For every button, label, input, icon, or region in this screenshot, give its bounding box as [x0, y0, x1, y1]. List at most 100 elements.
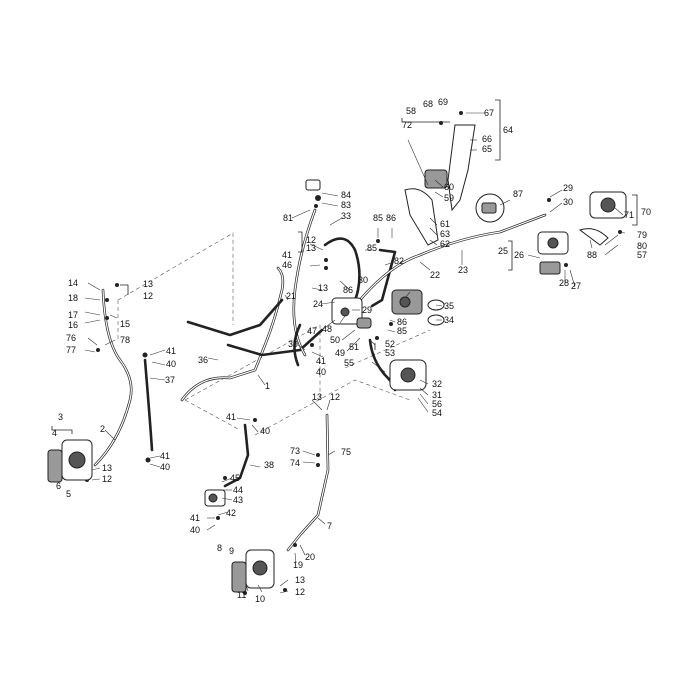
- callout-38: 38: [264, 460, 274, 470]
- callout-64: 64: [503, 125, 513, 135]
- callout-41-left: 41: [166, 346, 176, 356]
- callout-12-mid: 12: [330, 392, 340, 402]
- callout-45: 45: [230, 473, 240, 483]
- callout-labels: 1 2 3 4 5 6 7 8 9 10 11 12 13 14 15 16 1…: [52, 97, 651, 604]
- callout-65: 65: [482, 144, 492, 154]
- callout-13: 13: [143, 279, 153, 289]
- callout-72: 72: [402, 120, 412, 130]
- upper-fitting-84: [305, 179, 321, 191]
- callout-42: 42: [226, 508, 236, 518]
- callout-39: 39: [288, 339, 298, 349]
- callout-9: 9: [229, 546, 234, 556]
- callout-2: 2: [100, 424, 105, 434]
- callout-16: 16: [68, 320, 78, 330]
- callout-brackets: [51, 99, 638, 434]
- dashed-guide-lines: [117, 232, 431, 436]
- callout-13-rear-left: 13: [295, 575, 305, 585]
- callout-84: 84: [341, 190, 351, 200]
- callout-7: 7: [327, 521, 332, 531]
- rear-left-brake-caliper: [231, 549, 275, 593]
- callout-44: 44: [233, 485, 243, 495]
- callout-40: 40: [316, 367, 326, 377]
- callout-13-front: 13: [102, 463, 112, 473]
- rear-abs-modulator: [537, 231, 569, 275]
- callout-30-center: 30: [358, 275, 368, 285]
- callout-10: 10: [255, 594, 265, 604]
- reservoir-seals: [427, 299, 445, 326]
- callout-60: 60: [444, 182, 454, 192]
- callout-12-upper: 12: [306, 235, 316, 245]
- callout-6: 6: [56, 481, 61, 491]
- callout-68: 68: [423, 99, 433, 109]
- brake-master-cylinder: [356, 317, 427, 391]
- callout-18: 18: [68, 293, 78, 303]
- callout-40-rear: 40: [260, 426, 270, 436]
- callout-40-left: 40: [166, 359, 176, 369]
- callout-52: 52: [385, 339, 395, 349]
- callout-36: 36: [198, 355, 208, 365]
- callout-5: 5: [66, 489, 71, 499]
- callout-83: 83: [341, 200, 351, 210]
- callout-85-top: 85: [373, 213, 383, 223]
- callout-50: 50: [330, 335, 340, 345]
- callout-73: 73: [290, 446, 300, 456]
- callout-20: 20: [305, 552, 315, 562]
- callout-28: 28: [559, 278, 569, 288]
- callout-35: 35: [444, 301, 454, 311]
- callout-21: 21: [286, 291, 296, 301]
- callout-59: 59: [444, 193, 454, 203]
- callout-85-upper: 85: [367, 243, 377, 253]
- callout-71: 71: [624, 210, 634, 220]
- callout-76: 76: [66, 333, 76, 343]
- leader-lines: [84, 112, 626, 594]
- callout-22: 22: [430, 270, 440, 280]
- callout-86-mid: 86: [343, 285, 353, 295]
- callout-32: 32: [432, 379, 442, 389]
- callout-86-top: 86: [386, 213, 396, 223]
- callout-41-banjo: 41: [190, 513, 200, 523]
- callout-54: 54: [432, 408, 442, 418]
- callout-23: 23: [458, 265, 468, 275]
- callout-67: 67: [484, 108, 494, 118]
- callout-86: 86: [397, 317, 407, 327]
- callout-79: 79: [637, 230, 647, 240]
- callout-17: 17: [68, 310, 78, 320]
- callout-82: 82: [394, 256, 404, 266]
- callout-70: 70: [641, 207, 651, 217]
- callout-34: 34: [444, 315, 454, 325]
- callout-14: 14: [68, 278, 78, 288]
- rear-right-brake-caliper: [578, 191, 627, 246]
- callout-78: 78: [120, 335, 130, 345]
- rear-banjo-fitting: [204, 489, 226, 507]
- callout-40-banjo: 40: [190, 525, 200, 535]
- callout-30: 30: [563, 197, 573, 207]
- abs-modulator: [331, 289, 423, 325]
- callout-58: 58: [406, 106, 416, 116]
- callout-87: 87: [513, 189, 523, 199]
- callout-80: 80: [637, 241, 647, 251]
- callout-61: 61: [440, 219, 450, 229]
- callout-77: 77: [66, 345, 76, 355]
- callout-12-front: 12: [102, 474, 112, 484]
- callout-40-lower: 40: [160, 462, 170, 472]
- front-left-brake-caliper: [47, 439, 93, 483]
- brake-lines: [93, 208, 547, 552]
- callout-8: 8: [217, 543, 222, 553]
- callout-85: 85: [397, 326, 407, 336]
- callout-69: 69: [438, 97, 448, 107]
- callout-41-lower: 41: [160, 451, 170, 461]
- callout-48: 48: [322, 324, 332, 334]
- callout-41-rear: 41: [226, 412, 236, 422]
- callout-55: 55: [344, 358, 354, 368]
- callout-13-mid: 13: [312, 392, 322, 402]
- callout-46: 46: [282, 260, 292, 270]
- callout-47: 47: [307, 326, 317, 336]
- brake-pedal-assembly: [404, 124, 476, 246]
- callout-81: 81: [283, 213, 293, 223]
- callout-13-upper: 13: [306, 243, 316, 253]
- callout-53: 53: [385, 348, 395, 358]
- callout-88: 88: [587, 250, 597, 260]
- callout-49: 49: [335, 348, 345, 358]
- callout-75: 75: [341, 447, 351, 457]
